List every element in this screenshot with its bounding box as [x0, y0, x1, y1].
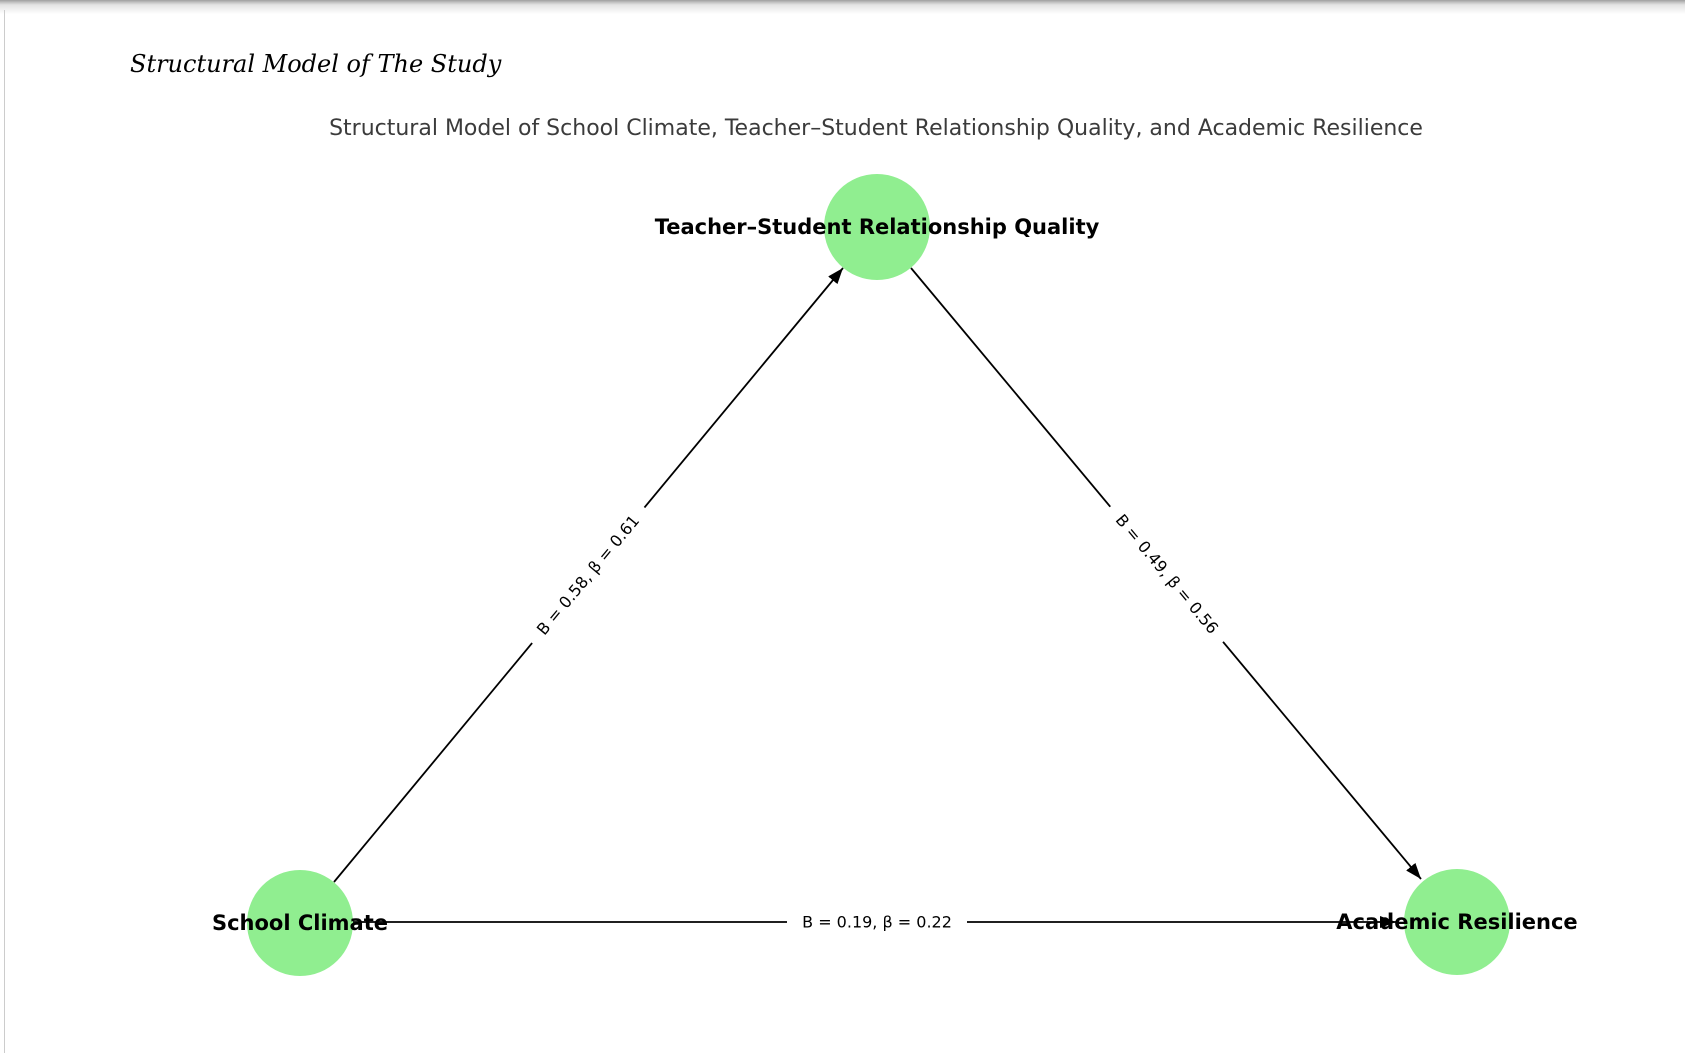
edge-label-sc-ar: B = 0.19, β = 0.22 — [802, 913, 952, 932]
figure-title: Structural Model of School Climate, Teac… — [329, 116, 1423, 141]
edge-label-bg — [1102, 499, 1232, 649]
node-label-teacher-student-relationship-quality: Teacher–Student Relationship Quality — [655, 215, 1100, 239]
page-left-border — [4, 10, 5, 1053]
node-label-academic-resilience: Academic Resilience — [1336, 910, 1577, 934]
node-academic-resilience — [1404, 869, 1510, 975]
edge-label-group-sc-tsrq: B = 0.58, β = 0.61 — [523, 500, 653, 650]
node-teacher-student-relationship-quality — [824, 174, 930, 280]
edge-label-bg — [787, 909, 967, 935]
edge-label-group-tsrq-ar: B = 0.49, β = 0.56 — [1102, 499, 1232, 649]
edge-label-tsrq-ar: B = 0.49, β = 0.56 — [1112, 510, 1223, 637]
node-school-climate — [247, 870, 353, 976]
edge-label-bg — [523, 500, 653, 650]
node-label-school-climate: School Climate — [212, 911, 388, 935]
edge-label-group-sc-ar: B = 0.19, β = 0.22 — [787, 909, 967, 935]
document-heading: Structural Model of The Study — [130, 50, 502, 78]
edge-label-sc-tsrq: B = 0.58, β = 0.61 — [533, 511, 643, 638]
page-top-shadow — [0, 0, 1685, 14]
